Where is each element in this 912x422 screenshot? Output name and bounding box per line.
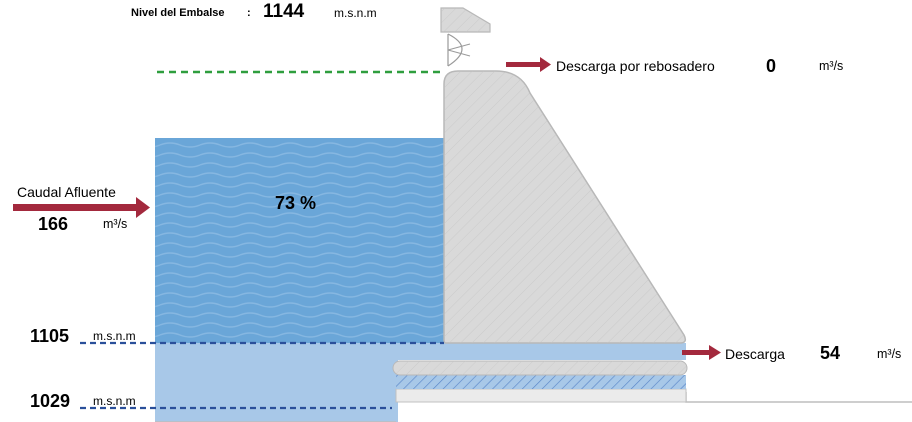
discharge-arrow [682, 345, 721, 360]
radial-gate-icon [447, 33, 471, 67]
spillway-label: Descarga por rebosadero [556, 58, 715, 74]
reservoir-percent: 73 % [275, 193, 317, 213]
reservoir-level-title: Nivel del Embalse [131, 7, 225, 19]
spillway-arrow [506, 57, 551, 72]
lower-water [155, 343, 398, 422]
level-mid-unit: m.s.n.m [93, 329, 136, 343]
discharge-unit: m³/s [877, 347, 902, 361]
level-mid-value: 1105 [30, 326, 70, 346]
inflow-arrow [13, 197, 150, 218]
spillway-value: 0 [766, 56, 777, 76]
dam-base-platform [395, 388, 687, 403]
inflow-label: Caudal Afluente [17, 184, 116, 200]
discharge-value: 54 [820, 343, 841, 363]
spillway-unit: m³/s [819, 59, 844, 73]
inflow-unit: m³/s [103, 217, 128, 231]
reservoir-level-value: 1144 [263, 1, 305, 22]
discharge-label: Descarga [725, 346, 785, 362]
title-separator: : [247, 7, 251, 19]
reservoir-level-unit: m.s.n.m [334, 6, 377, 20]
lower-water-ext [396, 343, 686, 360]
inflow-value: 166 [38, 214, 69, 234]
level-low-unit: m.s.n.m [93, 394, 136, 408]
level-low-value: 1029 [30, 391, 71, 411]
